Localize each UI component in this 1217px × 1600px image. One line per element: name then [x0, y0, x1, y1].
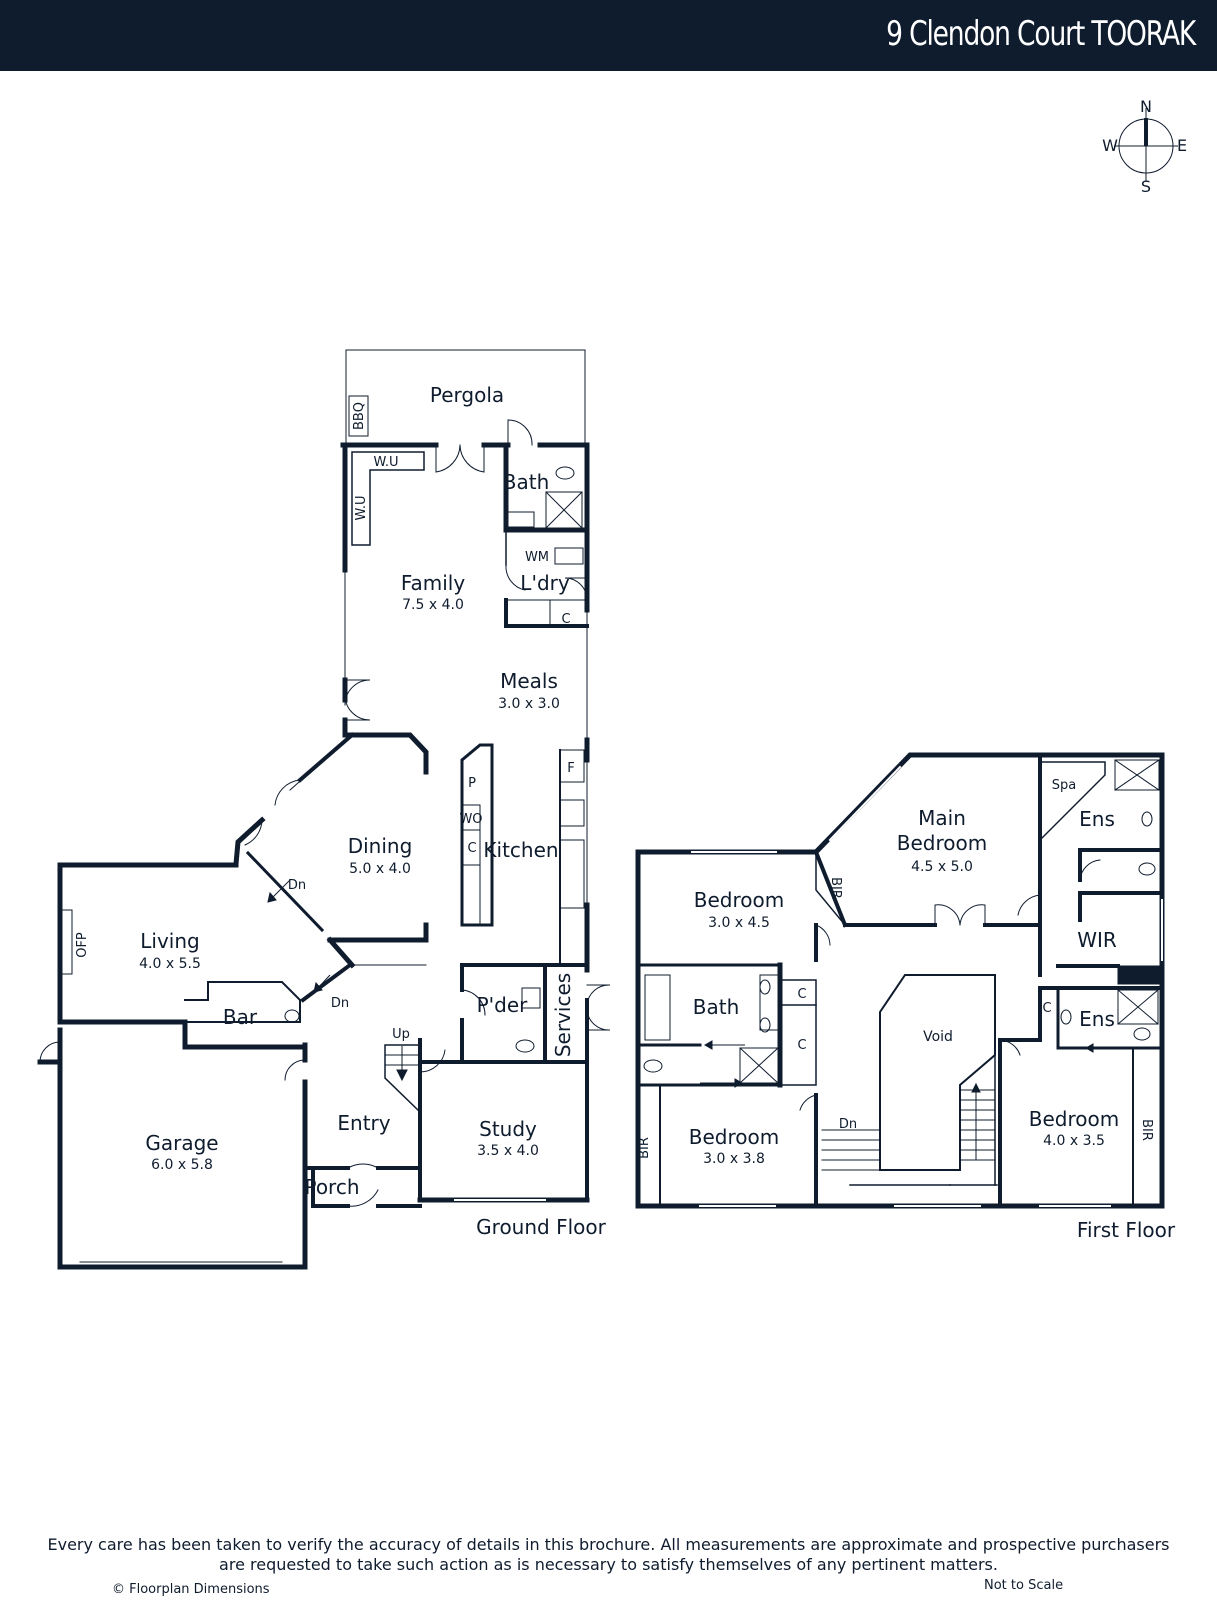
fridge-label: F	[567, 761, 574, 776]
ground-floor-arrows	[267, 879, 408, 1082]
room-services: Services	[551, 973, 575, 1057]
room-wir: WIR	[1077, 928, 1117, 952]
main-bedroom-dimensions: 4.5 x 5.0	[911, 859, 973, 875]
room-bar: Bar	[223, 1005, 258, 1029]
room-bedroom-b: Bedroom	[689, 1125, 779, 1149]
dn-living-label: Dn	[331, 996, 349, 1011]
bir-b-label: BIR	[637, 1137, 652, 1159]
first-floor-labels: Main Bedroom 4.5 x 5.0 Spa Ens WIR BIR B…	[637, 778, 1176, 1242]
disclaimer-line-2: are requested to take such action as is …	[219, 1555, 998, 1574]
room-ens-2: Ens	[1079, 1007, 1115, 1031]
meals-dimensions: 3.0 x 3.0	[498, 696, 560, 712]
room-entry: Entry	[337, 1111, 390, 1135]
wu-top-label: W.U	[373, 455, 398, 470]
bedroom-b-dimensions: 3.0 x 3.8	[703, 1151, 765, 1167]
room-laundry: L'dry	[520, 571, 570, 595]
compass-south: S	[1141, 177, 1151, 196]
compass-icon: N E S W	[1102, 97, 1187, 196]
ground-floor-walls	[37, 349, 611, 1270]
compass-west: W	[1102, 136, 1118, 155]
first-floor-title: First Floor	[1077, 1218, 1176, 1242]
family-dimensions: 7.5 x 4.0	[402, 597, 464, 613]
first-floor-arrows	[700, 1040, 1100, 1160]
compass-east: E	[1177, 136, 1187, 155]
bedroom-c-dimensions: 4.0 x 3.5	[1043, 1133, 1105, 1149]
ground-floor-title: Ground Floor	[476, 1215, 606, 1239]
wm-label: WM	[525, 550, 549, 565]
dining-dimensions: 5.0 x 4.0	[349, 861, 411, 877]
disclaimer-text: Every care has been taken to verify the …	[40, 1535, 1177, 1575]
pantry-c-label: C	[467, 841, 476, 856]
room-pergola: Pergola	[430, 383, 504, 407]
room-bedroom-c: Bedroom	[1029, 1107, 1119, 1131]
room-bath-first: Bath	[693, 995, 740, 1019]
room-powder: P'der	[477, 993, 529, 1017]
first-floor-walls	[635, 752, 1165, 1209]
wu-side-label: W.U	[354, 495, 369, 520]
bbq-label: BBQ	[352, 402, 367, 430]
void-label: Void	[923, 1029, 953, 1045]
room-porch: Porch	[304, 1175, 359, 1199]
header-bar: 9 Clendon Court TOORAK	[0, 0, 1217, 71]
room-study: Study	[479, 1117, 537, 1141]
compass-north: N	[1140, 97, 1152, 116]
scale-note: Not to Scale	[984, 1578, 1064, 1593]
ground-floor-labels: Pergola BBQ W.U W.U Bath WM L'dry C Fami…	[75, 383, 607, 1239]
room-main-bedroom-line2: Bedroom	[897, 831, 987, 855]
study-dimensions: 3.5 x 4.0	[477, 1143, 539, 1159]
dn-dining-label: Dn	[288, 878, 306, 893]
spa-label: Spa	[1052, 778, 1076, 793]
laundry-cupboard: C	[561, 612, 570, 627]
pantry-p-label: P	[468, 776, 476, 791]
living-dimensions: 4.0 x 5.5	[139, 956, 201, 972]
bedroom-a-dimensions: 3.0 x 4.5	[708, 915, 770, 931]
room-living: Living	[140, 929, 199, 953]
closet-c-ens: C	[1042, 1001, 1051, 1016]
copyright-notice: © Floorplan Dimensions	[112, 1582, 270, 1597]
room-garage: Garage	[145, 1131, 218, 1155]
closet-c2: C	[797, 1038, 806, 1053]
room-dining: Dining	[348, 834, 413, 858]
closet-c1: C	[797, 987, 806, 1002]
bir-c-label: BIR	[1139, 1119, 1154, 1141]
disclaimer-line-1: Every care has been taken to verify the …	[47, 1535, 1170, 1554]
ofp-label: OFP	[75, 932, 90, 958]
garage-dimensions: 6.0 x 5.8	[151, 1157, 213, 1173]
room-kitchen: Kitchen	[483, 838, 558, 862]
room-bedroom-a: Bedroom	[694, 888, 784, 912]
dn-first-label: Dn	[839, 1117, 857, 1132]
room-ens-main: Ens	[1079, 807, 1115, 831]
room-main-bedroom-line1: Main	[918, 806, 966, 830]
pantry-wo-label: WO	[459, 812, 482, 827]
room-family: Family	[401, 571, 466, 595]
room-meals: Meals	[500, 669, 558, 693]
up-label: Up	[392, 1027, 410, 1042]
bir-main-label: BIR	[828, 877, 843, 899]
room-bath-ground: Bath	[503, 470, 550, 494]
property-address: 9 Clendon Court TOORAK	[886, 14, 1196, 54]
